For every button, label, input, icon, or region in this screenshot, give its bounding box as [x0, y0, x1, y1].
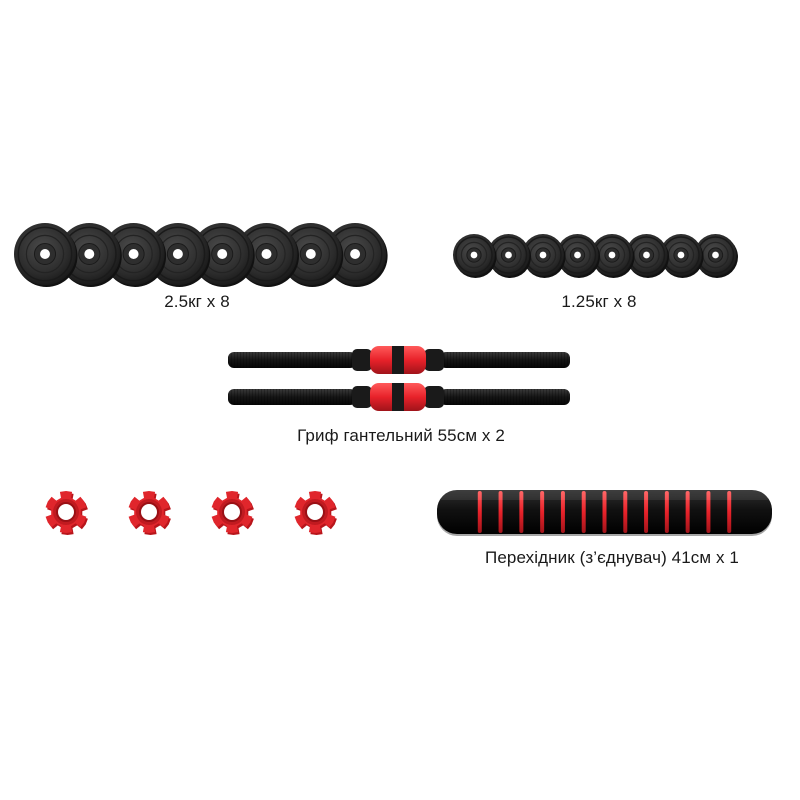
- large-plates-caption: 2.5кг x 8: [164, 292, 230, 311]
- connector-red-ring: [706, 491, 711, 533]
- spin-lock-collar: [211, 491, 254, 535]
- weight-plate: [625, 234, 669, 278]
- spin-lock-collar: [294, 491, 337, 535]
- connector-red-ring: [727, 491, 732, 533]
- connector-red-ring: [560, 491, 565, 533]
- spin-lock-collar: [45, 491, 88, 535]
- connector-caption: Перехідник (з’єднувач) 41см x 1: [485, 548, 739, 567]
- connector-red-ring: [519, 491, 524, 533]
- dumbbell-handles-group: [228, 346, 570, 411]
- connector-red-ring: [644, 491, 649, 533]
- small-plates-caption: 1.25кг x 8: [561, 292, 637, 311]
- weight-plate: [591, 234, 635, 278]
- spin-collars-group: [45, 491, 337, 535]
- weight-plate: [660, 234, 704, 278]
- connector-red-ring: [581, 491, 586, 533]
- weight-plate: [14, 223, 78, 287]
- handles-caption: Гриф гантельний 55см x 2: [297, 426, 505, 445]
- spin-lock-collar: [128, 491, 171, 535]
- connector-tube: [437, 490, 772, 536]
- connector-red-ring: [685, 491, 690, 533]
- weight-plate: [453, 234, 497, 278]
- dumbbell-handle: [228, 383, 570, 411]
- large-plates-group: [14, 223, 388, 287]
- connector-red-ring: [664, 491, 669, 533]
- connector-red-ring: [498, 491, 503, 533]
- dumbbell-handle: [228, 346, 570, 374]
- small-plates-group: [453, 234, 738, 278]
- weight-plate: [487, 234, 531, 278]
- weight-plate: [324, 223, 388, 287]
- connector-red-ring: [602, 491, 607, 533]
- connector-red-ring: [540, 491, 545, 533]
- weight-plate: [694, 234, 738, 278]
- connector-red-ring: [477, 491, 482, 533]
- connector-red-ring: [623, 491, 628, 533]
